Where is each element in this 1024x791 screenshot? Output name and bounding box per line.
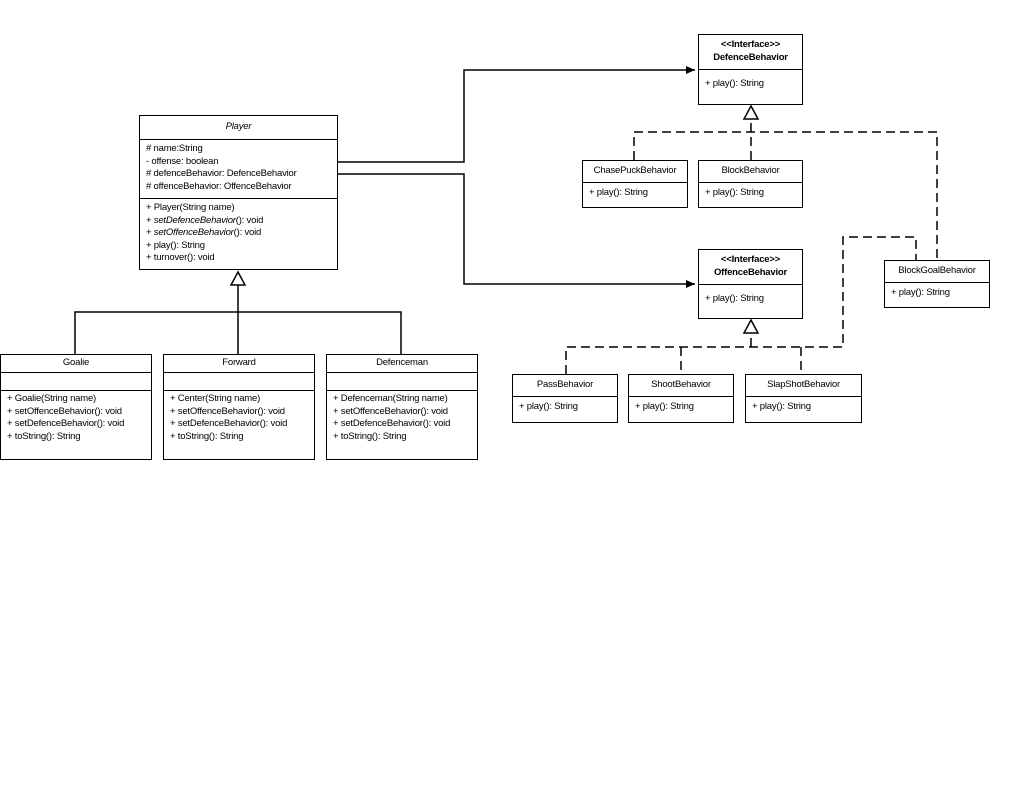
goalie-class: Goalie + Goalie(String name) + setOffenc… — [0, 354, 152, 460]
goalie-methods: + Goalie(String name) + setOffenceBehavi… — [1, 391, 151, 445]
realization-arrowhead-offence — [742, 318, 760, 334]
player-method: + setDefenceBehavior(): void — [146, 214, 264, 226]
player-class: Player # name:String - offense: boolean … — [139, 115, 338, 270]
player-class-name: Player — [225, 121, 252, 132]
forward-attributes — [164, 373, 314, 391]
slapshotbehavior-class-name: SlapShotBehavior — [767, 379, 840, 390]
blockgoalbehavior-method: + play(): String — [891, 287, 950, 298]
slapshotbehavior-class: SlapShotBehavior + play(): String — [745, 374, 862, 423]
player-method: + turnover(): void — [146, 252, 215, 263]
player-method: + setOffenceBehavior(): void — [146, 227, 262, 238]
shootbehavior-class: ShootBehavior + play(): String — [628, 374, 734, 423]
defenceman-attributes — [327, 373, 477, 391]
realization-arrowhead-defence — [742, 104, 760, 120]
defencebehavior-method: + play(): String — [705, 78, 764, 89]
blockgoalbehavior-class-name: BlockGoalBehavior — [898, 265, 976, 276]
goalie-method: + toString(): String — [7, 430, 81, 442]
realization-to-defencebehavior — [633, 104, 938, 260]
defencebehavior-interface-name: DefenceBehavior — [713, 52, 788, 63]
passbehavior-method: + play(): String — [519, 401, 578, 412]
blockbehavior-method: + play(): String — [705, 187, 764, 198]
passbehavior-class-name: PassBehavior — [536, 379, 594, 390]
chasepuckbehavior-class-name: ChasePuckBehavior — [593, 165, 677, 176]
offencebehavior-method: + play(): String — [705, 293, 764, 304]
defenceman-method: + setDefenceBehavior(): void — [333, 418, 451, 429]
generalization-arrowhead — [229, 270, 247, 286]
passbehavior-class: PassBehavior + play(): String — [512, 374, 618, 423]
defencebehavior-methods: + play(): String — [699, 70, 802, 93]
defenceman-class-name: Defenceman — [376, 357, 428, 368]
forward-method: + Center(String name) — [170, 393, 261, 404]
chasepuckbehavior-class: ChasePuckBehavior + play(): String — [582, 160, 688, 208]
blockbehavior-class: BlockBehavior + play(): String — [698, 160, 803, 208]
forward-method: + setOffenceBehavior(): void — [170, 405, 285, 417]
offencebehavior-methods: + play(): String — [699, 285, 802, 308]
generalization-to-player — [74, 270, 402, 354]
offencebehavior-interface-name: OffenceBehavior — [713, 267, 788, 278]
forward-method: + setDefenceBehavior(): void — [170, 418, 288, 429]
defenceman-class: Defenceman + Defenceman(String name) + s… — [326, 354, 478, 460]
defenceman-method: + toString(): String — [333, 430, 407, 442]
goalie-method: + Goalie(String name) — [7, 393, 96, 404]
chasepuckbehavior-method: + play(): String — [589, 187, 648, 198]
forward-class: Forward + Center(String name) + setOffen… — [163, 354, 315, 460]
forward-methods: + Center(String name) + setOffenceBehavi… — [164, 391, 314, 445]
player-attribute: # name:String — [146, 143, 203, 154]
defenceman-method: + setOffenceBehavior(): void — [333, 405, 448, 417]
player-attribute: # offenceBehavior: OffenceBehavior — [146, 180, 292, 192]
shootbehavior-method: + play(): String — [635, 401, 694, 412]
player-method: + play(): String — [146, 239, 205, 251]
interface-stereotype: <<Interface>> — [720, 39, 781, 50]
player-method: + Player(String name) — [146, 202, 235, 213]
goalie-class-name: Goalie — [62, 357, 90, 368]
defenceman-methods: + Defenceman(String name) + setOffenceBe… — [327, 391, 477, 445]
player-attribute: # defenceBehavior: DefenceBehavior — [146, 168, 297, 179]
player-attribute: - offense: boolean — [146, 155, 219, 167]
interface-stereotype: <<Interface>> — [720, 254, 781, 265]
association-player-offencebehavior — [338, 173, 695, 288]
association-player-defencebehavior — [338, 66, 695, 163]
shootbehavior-class-name: ShootBehavior — [651, 379, 711, 390]
blockgoalbehavior-class: BlockGoalBehavior + play(): String — [884, 260, 990, 308]
defencebehavior-interface: <<Interface>> DefenceBehavior + play(): … — [698, 34, 803, 105]
goalie-method: + setDefenceBehavior(): void — [7, 418, 125, 429]
slapshotbehavior-method: + play(): String — [752, 401, 811, 412]
realization-to-offencebehavior — [565, 236, 917, 374]
defenceman-method: + Defenceman(String name) — [333, 393, 448, 404]
offencebehavior-interface: <<Interface>> OffenceBehavior + play(): … — [698, 249, 803, 319]
goalie-method: + setOffenceBehavior(): void — [7, 405, 122, 417]
goalie-attributes — [1, 373, 151, 391]
forward-class-name: Forward — [222, 357, 256, 368]
player-attributes: # name:String - offense: boolean # defen… — [140, 140, 337, 199]
blockbehavior-class-name: BlockBehavior — [721, 165, 780, 176]
player-methods: + Player(String name) + setDefenceBehavi… — [140, 199, 337, 267]
forward-method: + toString(): String — [170, 430, 244, 442]
